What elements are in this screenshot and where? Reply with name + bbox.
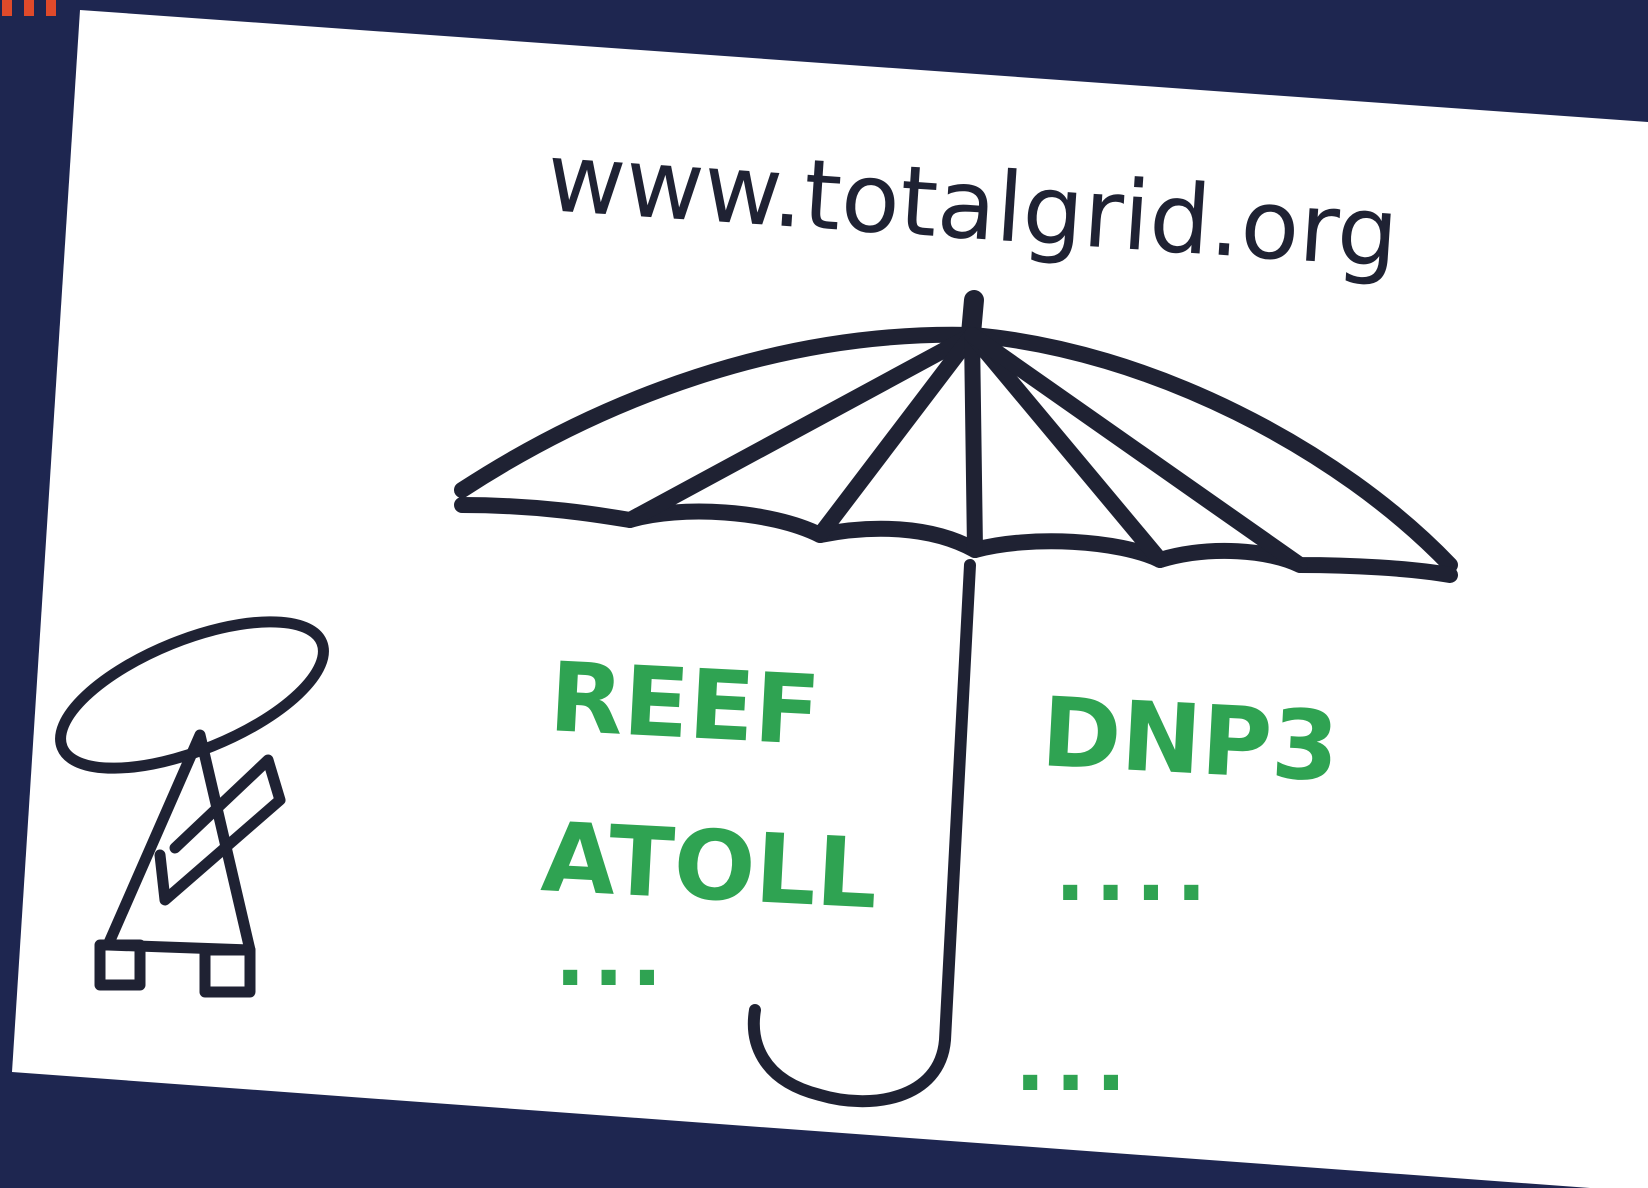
list-item: REEF — [547, 641, 823, 767]
list-item: ... — [1015, 1016, 1136, 1109]
list-item: DNP3 — [1039, 676, 1342, 803]
list-item: .... — [1055, 826, 1217, 919]
list-item: ... — [555, 911, 670, 1004]
corner-accent-icon — [2, 0, 56, 16]
